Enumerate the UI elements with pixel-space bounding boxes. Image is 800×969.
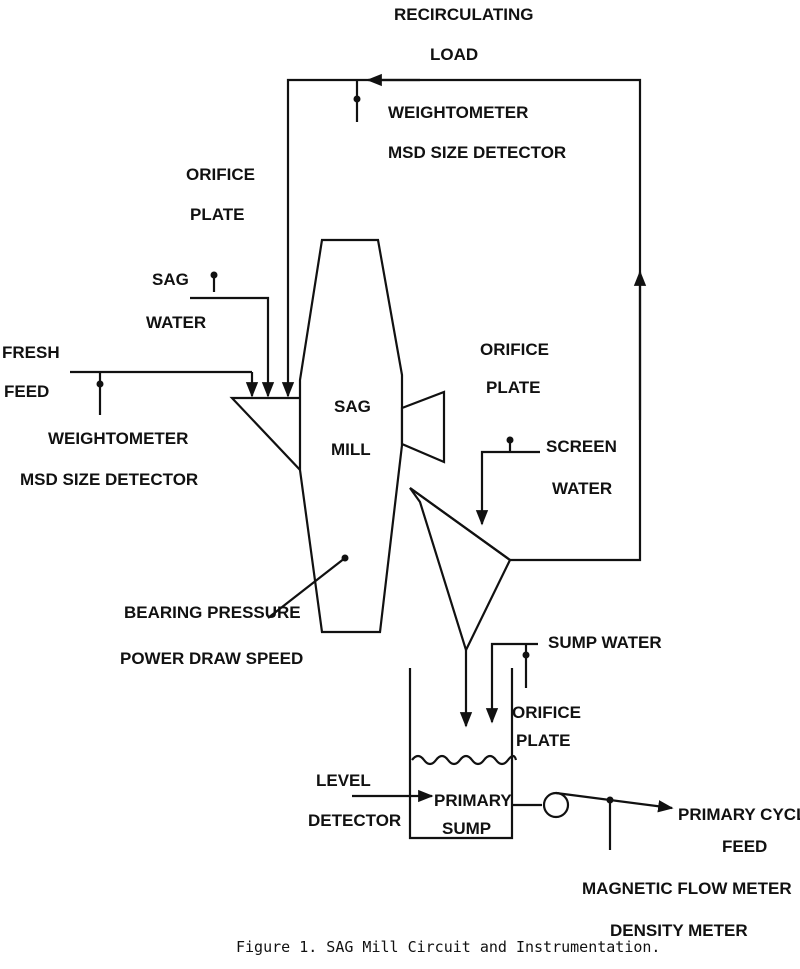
sag-water-label-line1: SAG [152,270,189,289]
fresh-feed-label-line1: FRESH [2,343,60,362]
cyclone-feed-arrow [555,791,674,813]
sag-mill-label-line2: MILL [331,440,371,459]
sag-mill-body [298,238,404,634]
recirc-weightometer-label: WEIGHTOMETER [388,103,528,122]
sump-water-label: SUMP WATER [548,633,662,652]
orifice-sump-label-line1: ORIFICE [512,703,581,722]
cyclone-feed-label-line2: FEED [722,837,767,856]
orifice-right-label-line1: ORIFICE [480,340,549,359]
level-detector-label-line1: LEVEL [316,771,371,790]
primary-sump-tank [408,668,514,840]
discharge-trommel [400,390,446,464]
recirc-sensor-dot [353,95,361,103]
screen-water-line [475,450,540,526]
feed-msd-label: MSD SIZE DETECTOR [20,470,198,489]
bearing-label-line2: POWER DRAW SPEED [120,649,303,668]
screen-hopper [409,487,512,653]
recirculating-label-line2: LOAD [430,45,478,64]
sag-mill-label-line1: SAG [334,397,371,416]
orifice-top-label-line2: PLATE [190,205,244,224]
magnetic-flow-label: MAGNETIC FLOW METER [582,879,792,898]
screen-water-label-line1: SCREEN [546,437,617,456]
feed-pump [542,791,570,819]
recirculating-load-line [281,78,642,562]
sump-water-surface [411,754,518,766]
feed-weightometer-label: WEIGHTOMETER [48,429,188,448]
orifice-sump-label-line2: PLATE [516,731,570,750]
orifice-top-label-line1: ORIFICE [186,165,255,184]
feed-chute [229,396,308,475]
screen-water-label-line2: WATER [552,479,612,498]
cyclone-feed-label-line1: PRIMARY CYCLONE [678,805,800,824]
sump-water-line [485,642,538,724]
feed-sensor-dot [96,380,104,388]
sag-water-line [190,296,275,398]
orifice-right-label-line2: PLATE [486,378,540,397]
recirc-msd-label: MSD SIZE DETECTOR [388,143,566,162]
primary-sump-label-line2: SUMP [442,819,491,838]
primary-sump-label-line1: PRIMARY [434,791,512,810]
level-detector-label-line2: DETECTOR [308,811,401,830]
density-meter-label: DENSITY METER [610,921,748,940]
figure-caption: Figure 1. SAG Mill Circuit and Instrumen… [236,938,660,956]
bearing-pressure-leader [267,557,346,619]
fresh-feed-label-line2: FEED [4,382,49,401]
sag-water-label-line2: WATER [146,313,206,332]
recirculating-label-line1: RECIRCULATING [394,5,533,24]
orifice-sump-dot [522,651,530,659]
bearing-label-line1: BEARING PRESSURE [124,603,301,622]
screen-deck [409,487,511,561]
